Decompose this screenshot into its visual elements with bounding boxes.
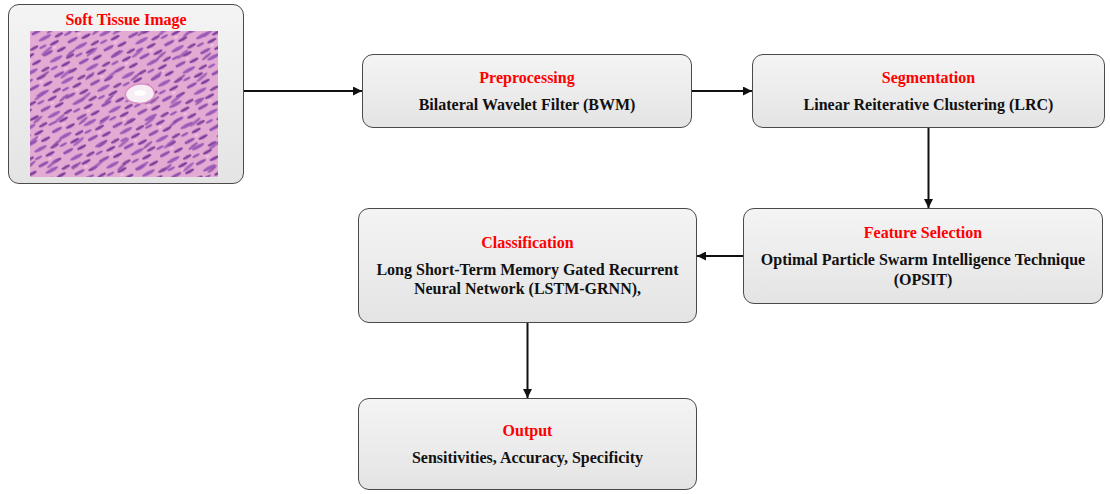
step-heading: Classification	[481, 233, 573, 252]
process-box: ClassificationLong Short-Term Memory Gat…	[358, 208, 697, 323]
input-box: Soft Tissue Image	[8, 4, 244, 184]
step-method: Long Short-Term Memory Gated Recurrent N…	[369, 260, 686, 298]
step-heading: Preprocessing	[479, 68, 574, 87]
process-box: Feature SelectionOptimal Particle Swarm …	[743, 208, 1103, 304]
step-method: Sensitivities, Accuracy, Specificity	[412, 448, 643, 467]
step-method: Linear Reiterative Clustering (LRC)	[804, 95, 1054, 114]
step-method: Bilateral Wavelet Filter (BWM)	[419, 95, 636, 114]
step-heading: Segmentation	[882, 68, 975, 87]
step-heading: Feature Selection	[864, 223, 982, 242]
tissue-micrograph	[30, 31, 218, 177]
flow-arrow	[527, 323, 529, 398]
flow-arrow	[697, 255, 743, 257]
step-heading: Soft Tissue Image	[65, 10, 186, 29]
step-heading: Output	[503, 421, 553, 440]
flow-arrow	[692, 90, 752, 92]
process-box: PreprocessingBilateral Wavelet Filter (B…	[362, 54, 692, 128]
process-box: SegmentationLinear Reiterative Clusterin…	[752, 54, 1105, 128]
flow-arrow	[244, 90, 362, 92]
flow-arrow	[928, 128, 930, 208]
process-box: OutputSensitivities, Accuracy, Specifici…	[358, 398, 697, 490]
step-method: Optimal Particle Swarm Intelligence Tech…	[754, 250, 1092, 288]
